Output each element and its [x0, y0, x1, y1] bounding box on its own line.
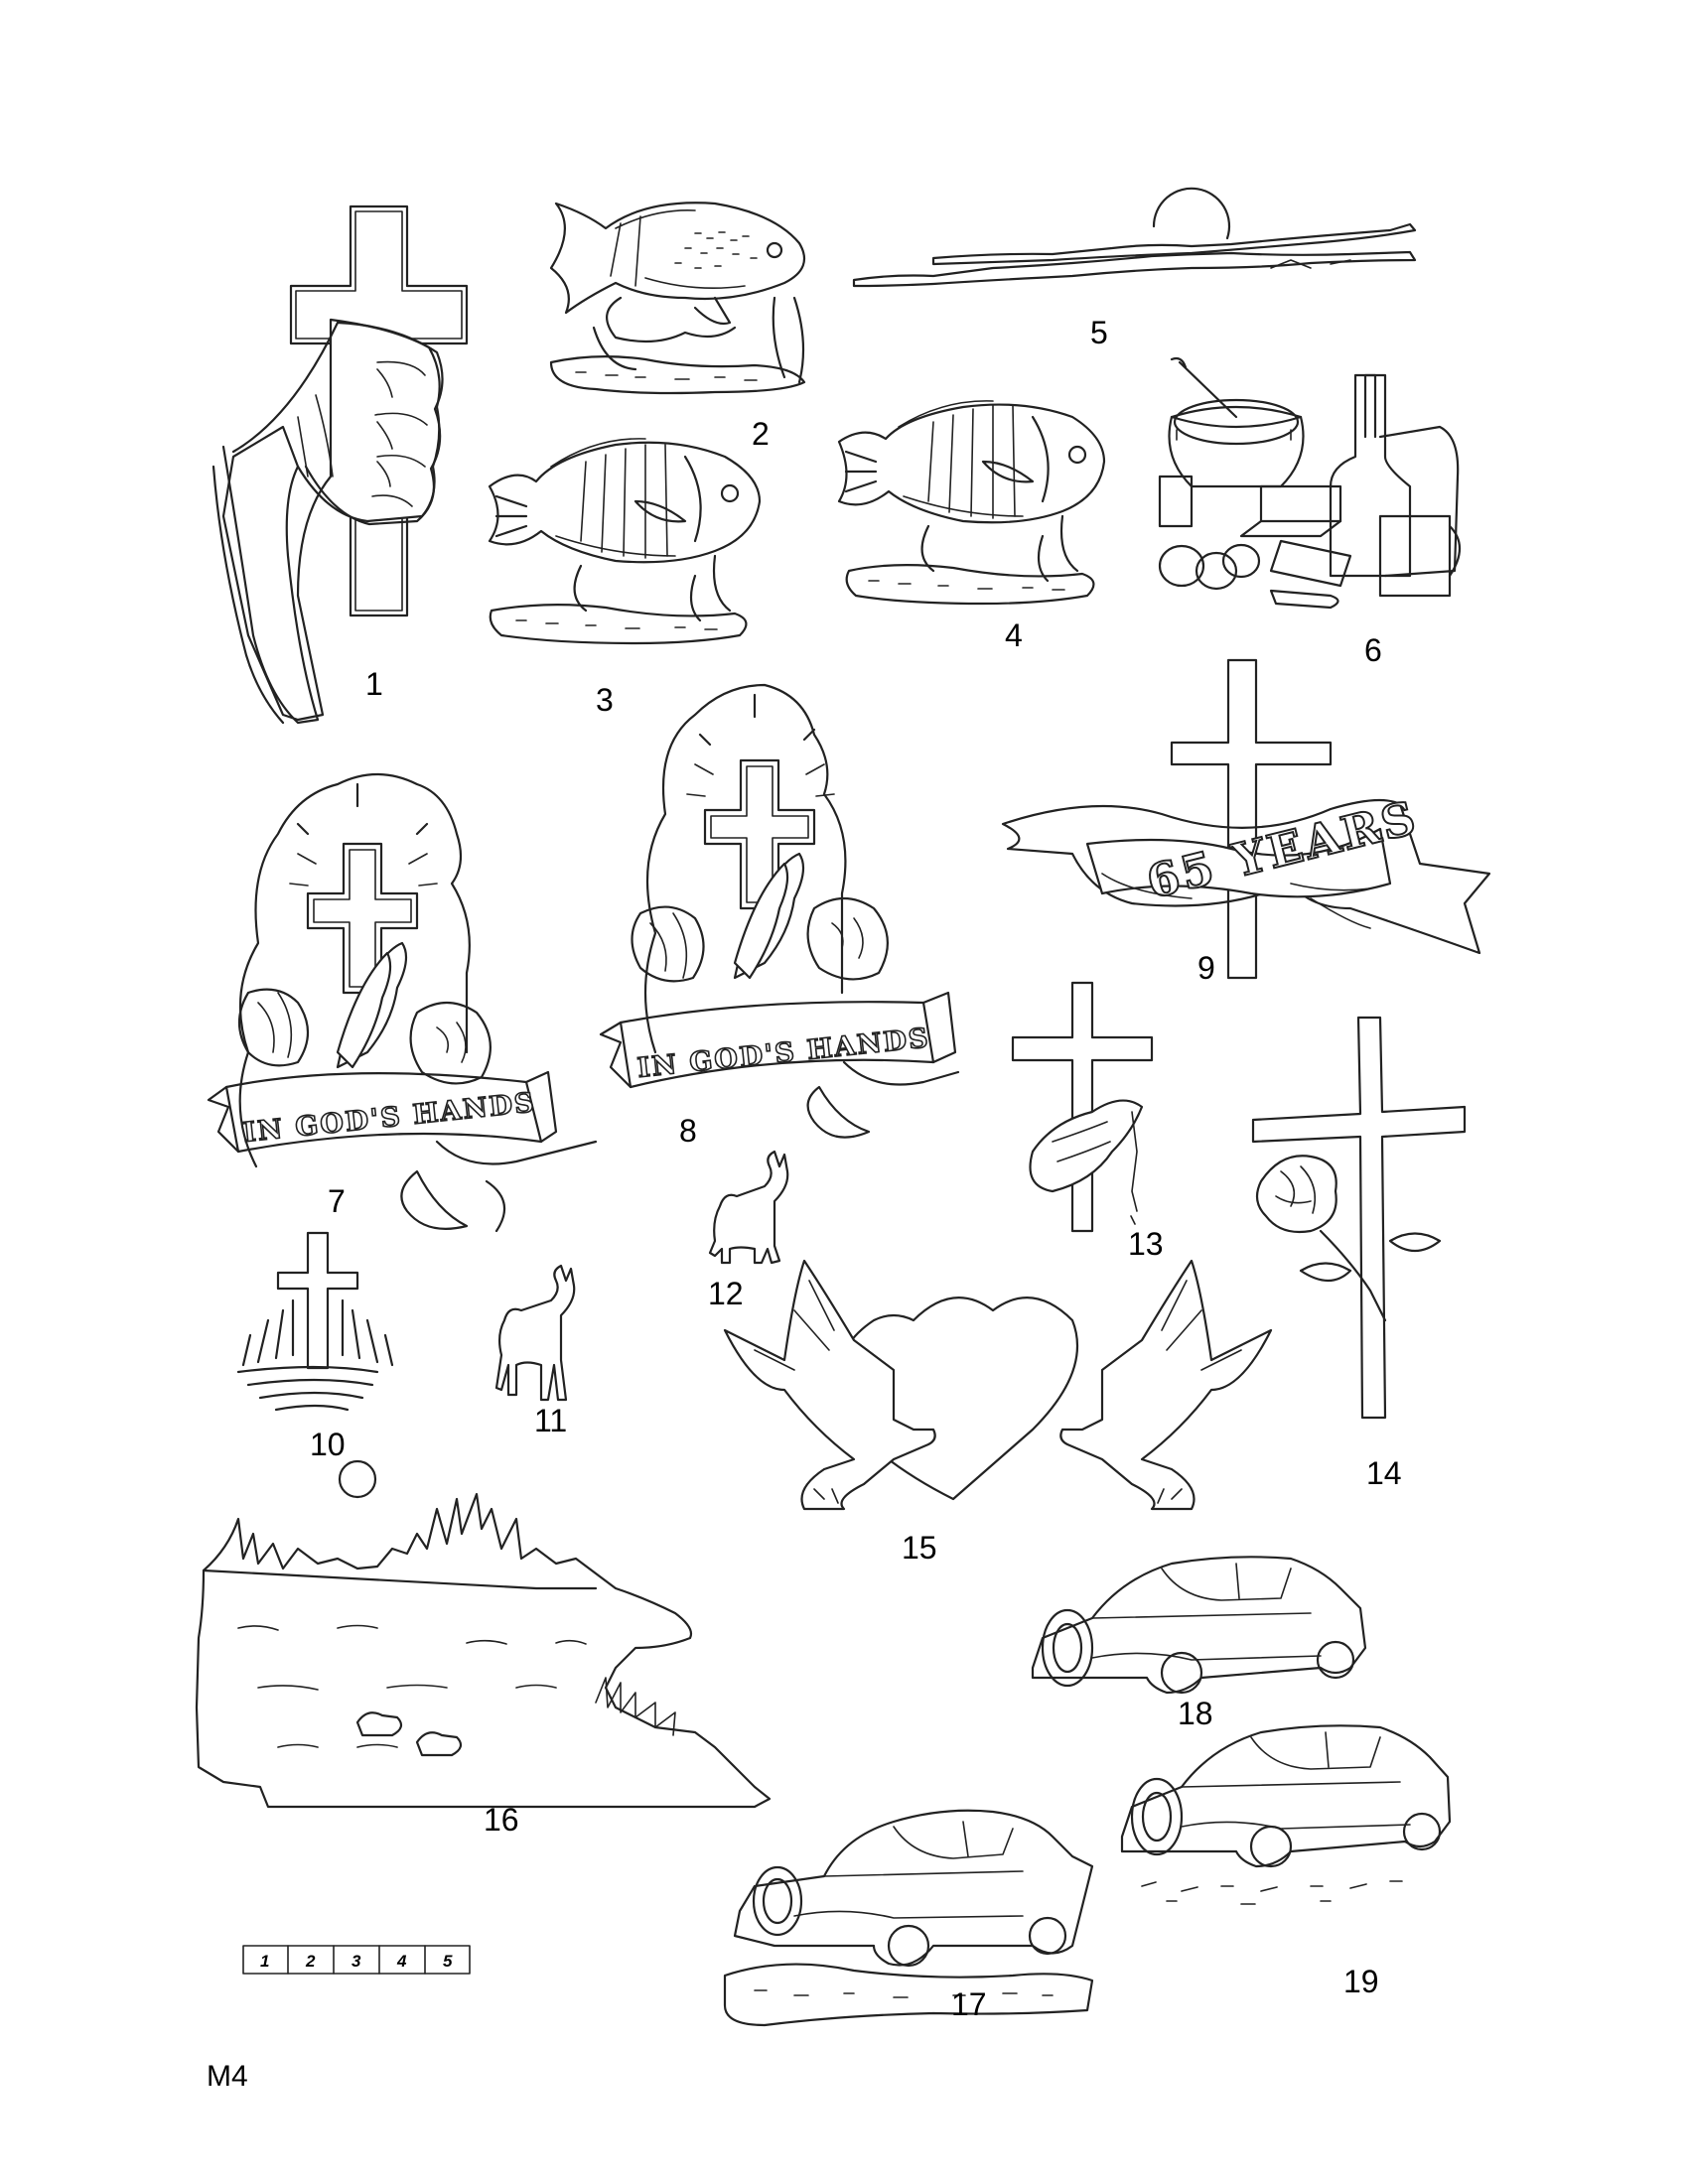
pattern-5-moon-over-clouds-icon: [852, 187, 1417, 288]
pattern-4-bluegill-fish-icon: [837, 400, 1106, 606]
pattern-12-donkey-icon: [708, 1150, 789, 1265]
pattern-number-1: 1: [365, 666, 383, 702]
pattern-13-cross-praying-hands-rosary-icon: [1011, 981, 1154, 1233]
pattern-number-4: 4: [1005, 617, 1023, 653]
pattern-16-lake-loons-landscape-icon: [195, 1459, 772, 1809]
pattern-6-baking-kitchen-icon: [1158, 356, 1462, 610]
pattern-8-praying-hands-cross-banner-icon: IN GOD'S HANDS: [599, 683, 960, 1139]
pattern-18-vintage-car-icon: [1031, 1556, 1367, 1695]
scale-label-1: 1: [260, 1952, 269, 1971]
pattern-number-8: 8: [679, 1113, 697, 1149]
scale-label-5: 5: [443, 1952, 453, 1971]
page-code: M4: [207, 2060, 248, 2093]
pattern-8-banner-text: IN GOD'S HANDS: [635, 1023, 931, 1084]
pattern-1-hand-holding-cross-icon: [211, 205, 469, 725]
pattern-14-cross-with-rose-icon: [1251, 1016, 1467, 1420]
scale-bar: 1 2 3 4 5: [242, 1945, 471, 1975]
pattern-number-18: 18: [1178, 1696, 1213, 1731]
pattern-2-fish-on-weeds-icon: [549, 202, 806, 395]
pattern-7-praying-hands-cross-banner-icon: IN GOD'S HANDS: [207, 772, 598, 1233]
pattern-number-16: 16: [484, 1802, 519, 1838]
pattern-number-10: 10: [310, 1427, 346, 1462]
scale-label-2: 2: [305, 1952, 316, 1971]
pattern-number-19: 19: [1343, 1964, 1379, 1999]
pattern-number-12: 12: [708, 1276, 744, 1311]
pattern-number-6: 6: [1364, 632, 1382, 668]
pattern-number-7: 7: [328, 1183, 346, 1219]
pattern-9-cross-anniversary-banner-icon: 65 YEARS: [1001, 658, 1491, 980]
pattern-number-17: 17: [951, 1986, 987, 2022]
pattern-number-14: 14: [1366, 1455, 1402, 1491]
pattern-19-vintage-car-icon: [1120, 1724, 1452, 1905]
pattern-3-bluegill-fish-icon: [488, 438, 762, 645]
scale-label-3: 3: [352, 1952, 361, 1971]
pattern-number-15: 15: [902, 1530, 937, 1566]
pattern-number-9: 9: [1197, 950, 1215, 986]
pattern-number-11: 11: [534, 1403, 567, 1438]
pattern-7-banner-text: IN GOD'S HANDS: [241, 1087, 537, 1149]
pattern-number-5: 5: [1090, 315, 1108, 350]
pattern-15-doves-with-heart-icon: [723, 1259, 1273, 1511]
pattern-17-vintage-car-icon: [723, 1809, 1094, 2027]
scale-label-4: 4: [396, 1952, 407, 1971]
pattern-number-13: 13: [1128, 1226, 1164, 1262]
pattern-11-donkey-icon: [494, 1264, 576, 1402]
pattern-number-3: 3: [596, 682, 614, 718]
pattern-10-cross-over-water-icon: [236, 1231, 394, 1412]
pattern-number-2: 2: [752, 416, 770, 452]
